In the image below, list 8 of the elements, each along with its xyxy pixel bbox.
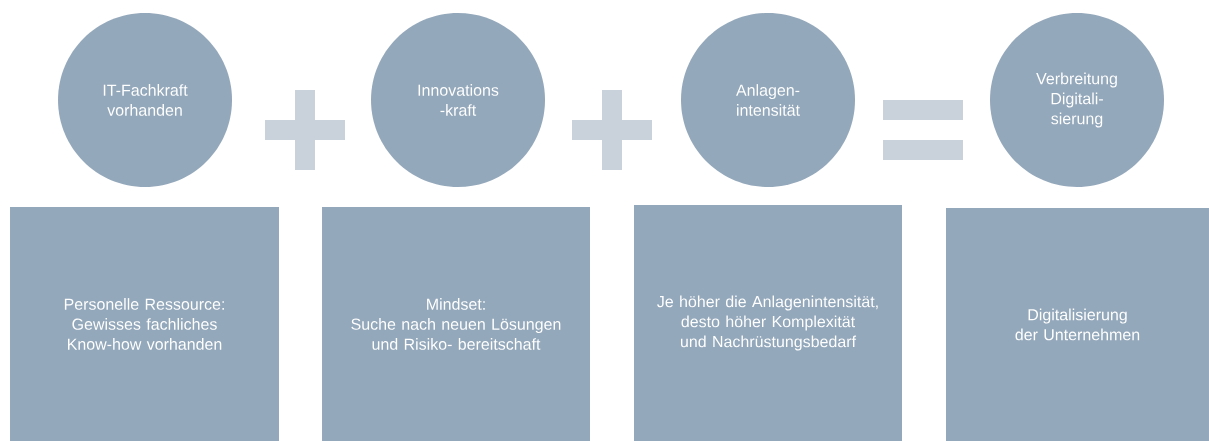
circle-node: Verbreitung Digitali- sierung: [990, 13, 1164, 187]
circle-node: IT-Fachkraft vorhanden: [58, 13, 232, 187]
text-box: Mindset: Suche nach neuen Lösungen und Risiko- bereitschaft: [322, 207, 590, 441]
text-box: Digitalisierung der Unternehmen: [946, 208, 1209, 441]
circle-node: Anlagen- intensität: [681, 13, 855, 187]
circle-node: Innovations -kraft: [371, 13, 545, 187]
text-box: Personelle Ressource: Gewisses fachliches Know-how vorhanden: [10, 207, 279, 441]
text-box: Je höher die Anlagenintensität, desto höher Komplexität und Nachrüstungsbedarf: [634, 205, 902, 441]
